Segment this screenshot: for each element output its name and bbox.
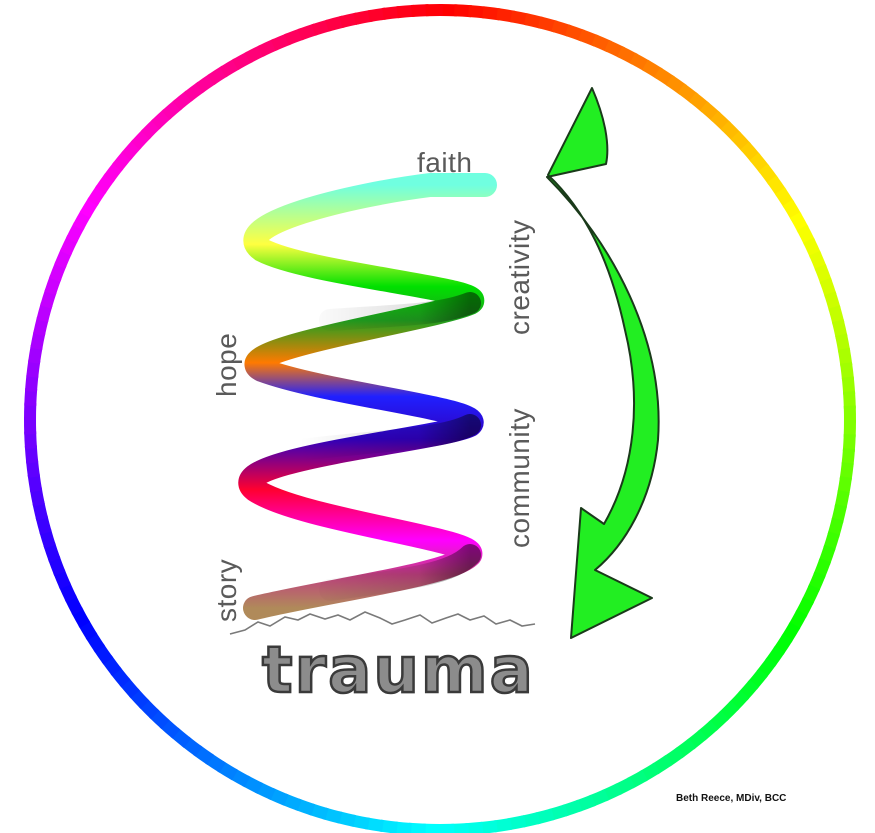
label-trauma: trauma <box>262 634 535 708</box>
label-community: community <box>504 408 535 548</box>
label-hope: hope <box>211 333 242 397</box>
label-faith: faith <box>417 147 472 178</box>
curved-arrow-icon <box>547 88 659 638</box>
label-story: story <box>211 559 242 622</box>
label-creativity: creativity <box>504 220 535 335</box>
credit-text: Beth Reece, MDiv, BCC <box>676 793 786 804</box>
rainbow-spring-spiral <box>250 185 485 608</box>
